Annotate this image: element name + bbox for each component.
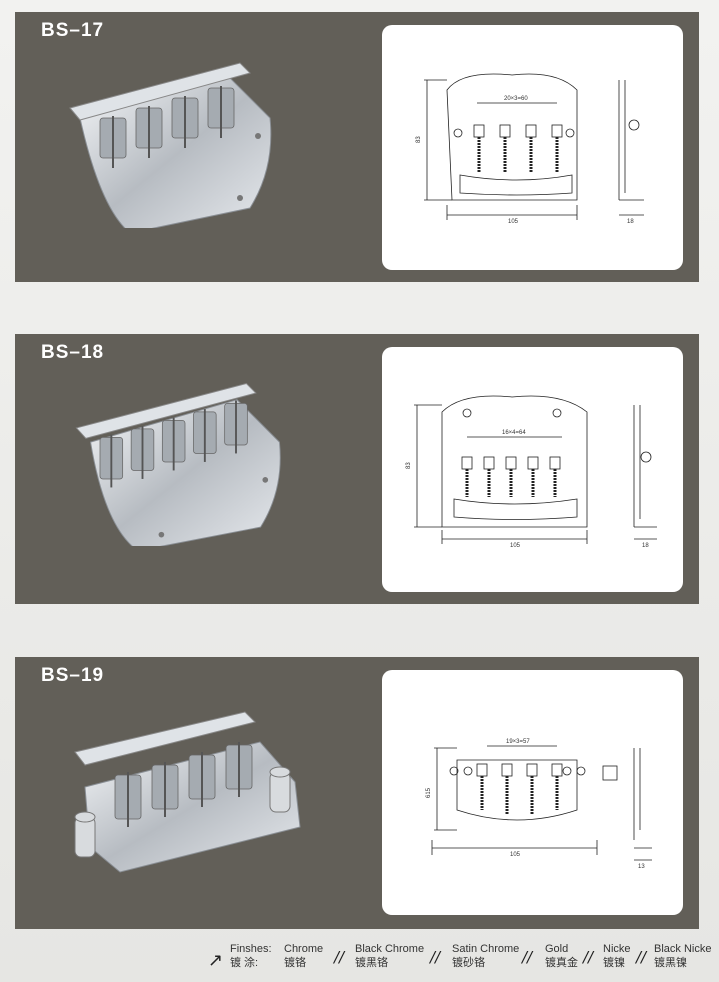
finish-black-nicke: Black Nicke 镀黑镍	[654, 942, 711, 970]
product-panel-bs18: BS–18	[15, 334, 699, 604]
finish-en: Black Nicke	[654, 943, 712, 955]
finishes-label: Finshes: 镀 涂:	[230, 942, 272, 970]
dim-width: 105	[510, 543, 521, 549]
dim-height: 83	[416, 136, 422, 143]
product-code: BS–18	[41, 342, 105, 363]
finish-chrome: Chrome 镀铬	[284, 942, 323, 970]
finish-cn: 镀黑镍	[654, 957, 687, 969]
finish-black-chrome: Black Chrome 镀黑铬	[355, 942, 424, 970]
product-code: BS–17	[41, 20, 105, 41]
finish-en: Gold	[545, 943, 569, 955]
separator: //	[583, 948, 594, 966]
bridge-photo	[69, 62, 272, 228]
finish-cn: 镀砂铬	[452, 957, 485, 969]
dim-height: 615	[426, 787, 432, 798]
finish-cn: 镀铬	[284, 957, 306, 969]
dim-spacing: 19×3=57	[506, 739, 530, 745]
dim-spacing: 16×4=64	[502, 430, 526, 436]
finishes-legend: ↗ Finshes: 镀 涂: Chrome 镀铬 // Black Chrom…	[208, 942, 718, 978]
technical-drawing-card: 19×3=57 615 105 13	[382, 670, 683, 915]
finish-gold: Gold 镀真金	[545, 942, 578, 970]
separator: //	[430, 948, 441, 966]
finish-cn: 镀镍	[603, 957, 625, 969]
separator: //	[636, 948, 647, 966]
finish-nicke: Nicke 镀镍	[603, 942, 631, 970]
dim-depth: 13	[638, 864, 645, 870]
product-code: BS–19	[41, 665, 105, 686]
dim-spacing: 20×3=60	[504, 96, 528, 102]
finish-cn: 镀黑铬	[355, 957, 388, 969]
finishes-label-en: Finshes:	[230, 943, 272, 955]
dim-depth: 18	[642, 543, 649, 549]
finishes-label-cn: 镀 涂:	[230, 957, 259, 969]
finish-en: Satin Chrome	[452, 943, 520, 955]
arrow-icon: ↗	[208, 950, 224, 971]
product-panel-bs19: BS–19	[15, 657, 699, 929]
separator: //	[522, 948, 533, 966]
dim-height: 83	[406, 462, 412, 469]
bridge-photo	[75, 383, 281, 546]
dim-width: 105	[510, 852, 521, 858]
technical-drawing-card: 16×4=64 83 105 18	[382, 347, 683, 592]
finish-en: Chrome	[284, 943, 324, 955]
finish-en: Nicke	[603, 943, 631, 955]
separator: //	[334, 948, 345, 966]
finish-satin-chrome: Satin Chrome 镀砂铬	[452, 942, 519, 970]
dim-depth: 18	[627, 219, 634, 225]
finish-en: Black Chrome	[355, 943, 425, 955]
finish-cn: 镀真金	[545, 957, 578, 969]
dim-width: 105	[508, 219, 519, 225]
product-panel-bs17: BS–17	[15, 12, 699, 282]
technical-drawing-card: 20×3=60 83 105 18	[382, 25, 683, 270]
bridge-photo	[74, 711, 301, 873]
